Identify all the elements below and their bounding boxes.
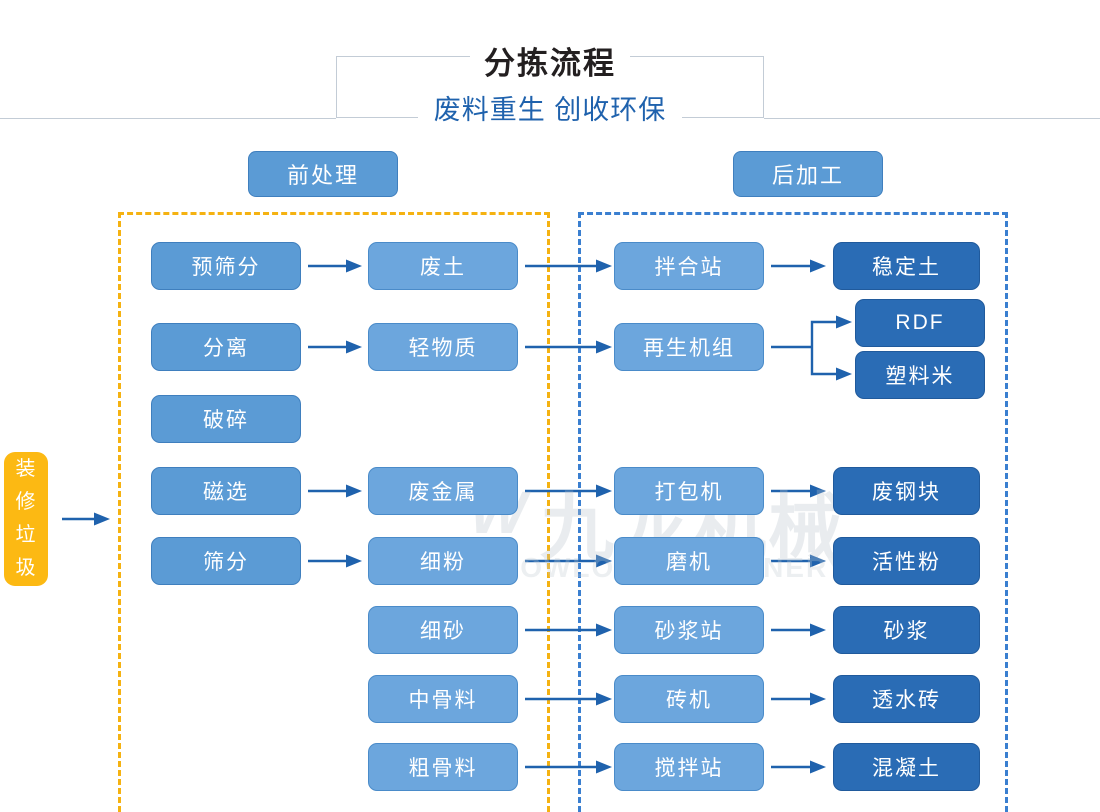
node-mortar[interactable]: 砂浆 xyxy=(833,606,980,654)
source-node-label: 装修垃圾 xyxy=(15,458,37,579)
source-node-decoration-waste: 装修垃圾 xyxy=(4,452,48,586)
zone-label-post-process: 后加工 xyxy=(733,151,883,197)
node-mixing-station[interactable]: 拌合站 xyxy=(614,242,764,290)
node-concrete[interactable]: 混凝土 xyxy=(833,743,980,791)
zone-pre-process-boundary xyxy=(118,212,550,812)
page-subtitle-text: 废料重生 创收环保 xyxy=(417,95,683,125)
node-waste-soil[interactable]: 废土 xyxy=(368,242,518,290)
node-brick-machine[interactable]: 砖机 xyxy=(614,675,764,723)
node-rdf[interactable]: RDF xyxy=(855,299,985,347)
node-light-material[interactable]: 轻物质 xyxy=(368,323,518,371)
node-fine-sand[interactable]: 细砂 xyxy=(368,606,518,654)
page-title-text: 分拣流程 xyxy=(470,46,630,81)
node-scrap-steel-block[interactable]: 废钢块 xyxy=(833,467,980,515)
node-concrete-batching-station[interactable]: 搅拌站 xyxy=(614,743,764,791)
zone-label-pre-process: 前处理 xyxy=(248,151,398,197)
page-subtitle: 废料重生 创收环保 xyxy=(0,88,1100,127)
node-medium-aggregate[interactable]: 中骨料 xyxy=(368,675,518,723)
header-rule-left xyxy=(0,118,336,119)
node-pre-screening[interactable]: 预筛分 xyxy=(151,242,301,290)
node-grinding-mill[interactable]: 磨机 xyxy=(614,537,764,585)
node-baler[interactable]: 打包机 xyxy=(614,467,764,515)
node-permeable-brick[interactable]: 透水砖 xyxy=(833,675,980,723)
node-screening[interactable]: 筛分 xyxy=(151,537,301,585)
header-rule-right xyxy=(764,118,1100,119)
node-crushing[interactable]: 破碎 xyxy=(151,395,301,443)
node-plastic-pellets[interactable]: 塑料米 xyxy=(855,351,985,399)
zone-post-process-boundary xyxy=(578,212,1008,812)
node-magnetic-separation[interactable]: 磁选 xyxy=(151,467,301,515)
node-recycling-unit[interactable]: 再生机组 xyxy=(614,323,764,371)
node-separation[interactable]: 分离 xyxy=(151,323,301,371)
page-title: 分拣流程 xyxy=(0,38,1100,83)
node-stabilized-soil[interactable]: 稳定土 xyxy=(833,242,980,290)
node-active-powder[interactable]: 活性粉 xyxy=(833,537,980,585)
node-fine-powder[interactable]: 细粉 xyxy=(368,537,518,585)
node-coarse-aggregate[interactable]: 粗骨料 xyxy=(368,743,518,791)
node-mortar-station[interactable]: 砂浆站 xyxy=(614,606,764,654)
node-scrap-metal[interactable]: 废金属 xyxy=(368,467,518,515)
